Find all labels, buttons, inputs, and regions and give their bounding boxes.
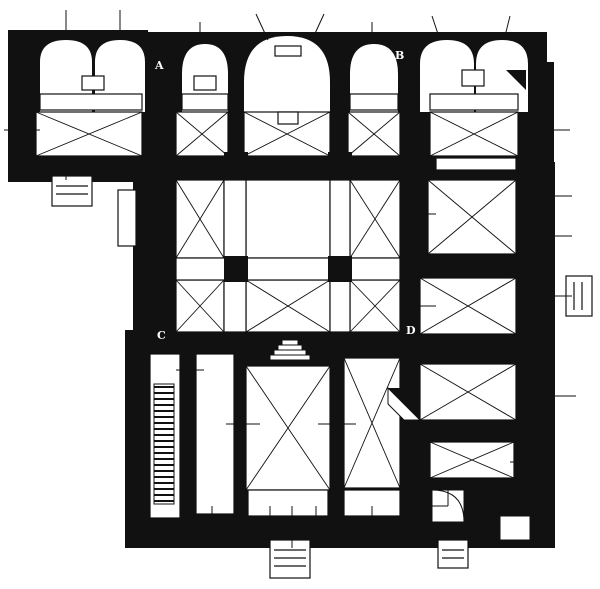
corner-triangle — [506, 70, 526, 90]
external-steps — [51, 175, 593, 579]
north-vault-diagonals — [35, 111, 519, 157]
apse-details — [39, 45, 519, 125]
diag-white-block — [387, 386, 422, 421]
label-a: A — [154, 59, 164, 72]
label-c: C — [157, 329, 166, 342]
label-d: D — [406, 324, 416, 337]
interior-staircase — [153, 383, 175, 505]
axis-ticks — [4, 10, 576, 548]
spiral-stair — [431, 489, 465, 523]
central-steps — [269, 339, 311, 361]
label-b: B — [395, 49, 404, 62]
se-room — [499, 515, 531, 541]
hall-piers — [224, 152, 352, 282]
east-vault-diagonals — [419, 179, 517, 479]
hall-vault-diagonals — [175, 179, 401, 333]
north-rooms — [35, 111, 519, 157]
south-vault-diagonals — [245, 357, 401, 491]
